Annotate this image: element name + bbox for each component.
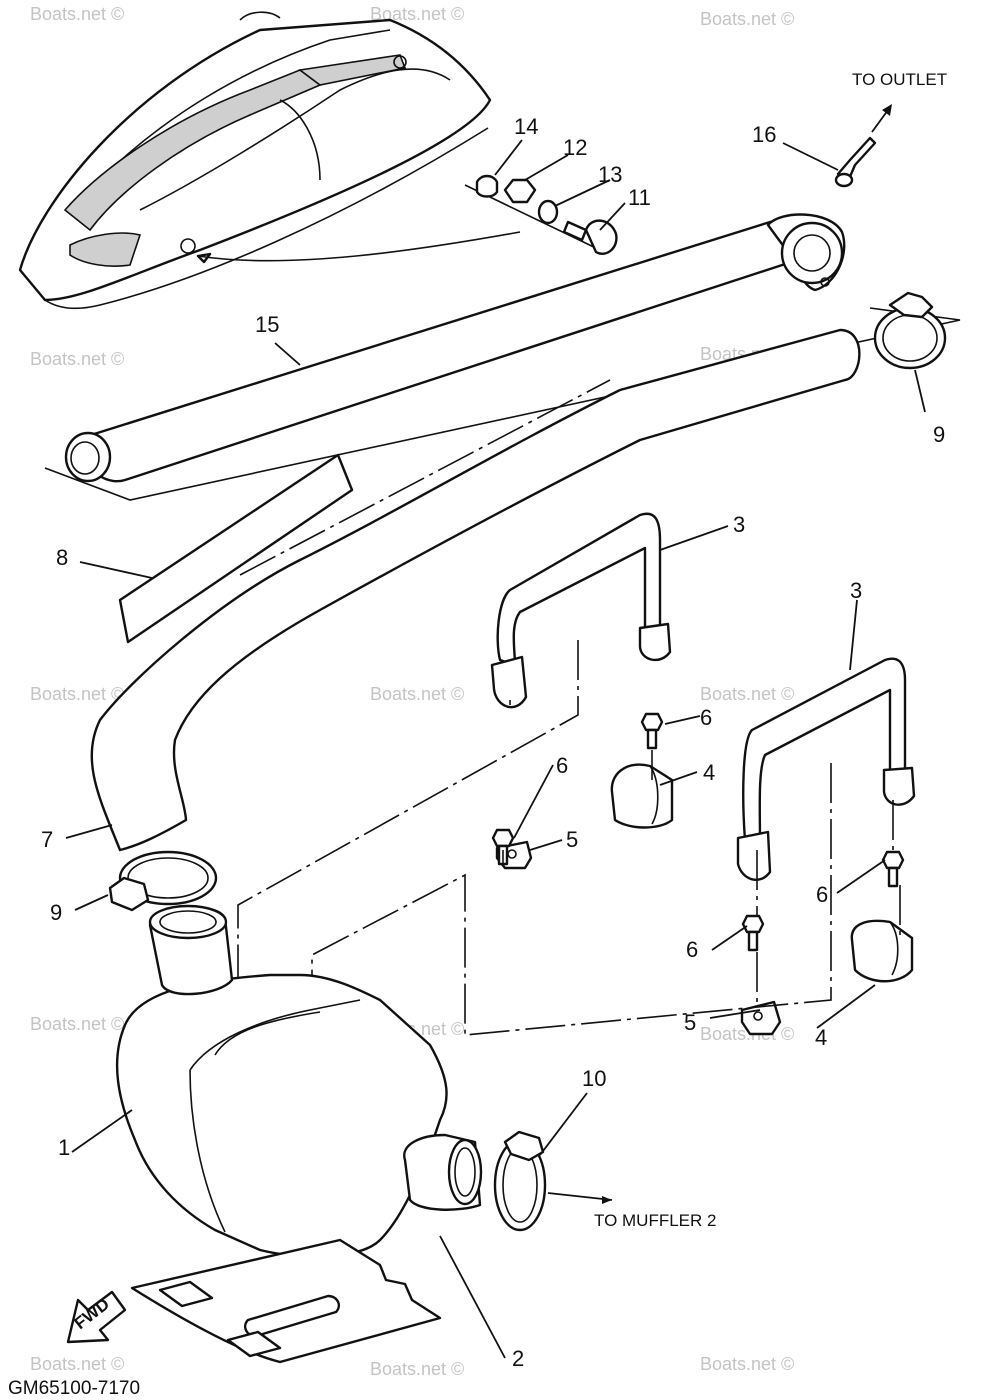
callout-4: 4 — [815, 1025, 827, 1050]
bolt-part-11-thread — [562, 220, 588, 242]
bolt-part-6 — [491, 712, 905, 952]
callout-5: 5 — [684, 1010, 696, 1035]
watermark: Boats.net © — [700, 684, 794, 704]
to-muffler-2-label: TO MUFFLER 2 — [594, 1211, 716, 1230]
hose-clamp-part-9-upper — [873, 291, 947, 370]
bracket-part-3-left — [490, 512, 672, 709]
plate-part-2 — [130, 1238, 442, 1364]
callout-2: 2 — [512, 1346, 524, 1371]
callout-leaders — [65, 139, 926, 1359]
fitting-part-16 — [834, 104, 892, 188]
watermark: Boats.net © — [370, 684, 464, 704]
watermark: Boats.net © — [30, 1014, 124, 1034]
watermark: Boats.net © — [30, 1354, 124, 1374]
watermark: Boats.net © — [700, 9, 794, 29]
washer-part-13 — [537, 199, 559, 225]
watermark: Boats.net © — [30, 4, 124, 24]
callout-6: 6 — [686, 937, 698, 962]
watermark: Boats.net © — [370, 1359, 464, 1379]
watermark: Boats.net © — [30, 349, 124, 369]
callout-numbers: 1 2 3 3 4 4 5 5 6 6 6 6 7 8 9 9 10 11 12… — [41, 114, 945, 1371]
diagram-code: GM65100-7170 — [8, 1378, 140, 1399]
callout-8: 8 — [56, 545, 68, 570]
bracket-part-3-right — [736, 657, 916, 882]
pipe-part-7 — [90, 328, 861, 852]
watercraft-inset — [18, 11, 521, 310]
watermark: Boats.net © — [30, 684, 124, 704]
clamp-part-4-lower — [850, 919, 914, 983]
nut-part-12 — [503, 178, 537, 204]
fwd-arrow-icon: FWD — [66, 1290, 127, 1344]
callout-9: 9 — [933, 422, 945, 447]
hose-clamp-part-10 — [493, 1130, 547, 1232]
muffler-part-1 — [115, 904, 483, 1258]
clamp-part-4-upper — [610, 763, 674, 829]
callout-4: 4 — [703, 760, 715, 785]
callout-6: 6 — [700, 705, 712, 730]
callout-6: 6 — [556, 753, 568, 778]
callout-14: 14 — [514, 114, 538, 139]
hose-clamp-small-part-14 — [475, 174, 499, 198]
bracket-part-5-lower — [740, 1000, 782, 1036]
callout-7: 7 — [41, 827, 53, 852]
to-outlet-label: TO OUTLET — [852, 70, 947, 89]
callout-11: 11 — [628, 185, 651, 210]
callout-5: 5 — [566, 827, 578, 852]
outlet-fittings — [464, 174, 618, 255]
fitting-part-11 — [584, 219, 618, 255]
exhaust-pipe-part-15 — [44, 213, 961, 501]
callout-12: 12 — [563, 135, 587, 160]
callout-1: 1 — [58, 1135, 70, 1160]
sleeve-part-8 — [118, 453, 354, 644]
callout-6: 6 — [816, 882, 828, 907]
callout-10: 10 — [582, 1066, 606, 1091]
callout-13: 13 — [598, 162, 622, 187]
watermark: Boats.net © — [700, 1354, 794, 1374]
callout-9: 9 — [50, 900, 62, 925]
callout-3: 3 — [850, 578, 862, 603]
assembly-lines — [237, 640, 901, 1055]
callout-3: 3 — [733, 512, 745, 537]
hose-clamp-part-9-lower — [108, 850, 218, 912]
callout-15: 15 — [255, 312, 279, 337]
watermark: Boats.net © — [370, 4, 464, 24]
callout-16: 16 — [752, 122, 776, 147]
